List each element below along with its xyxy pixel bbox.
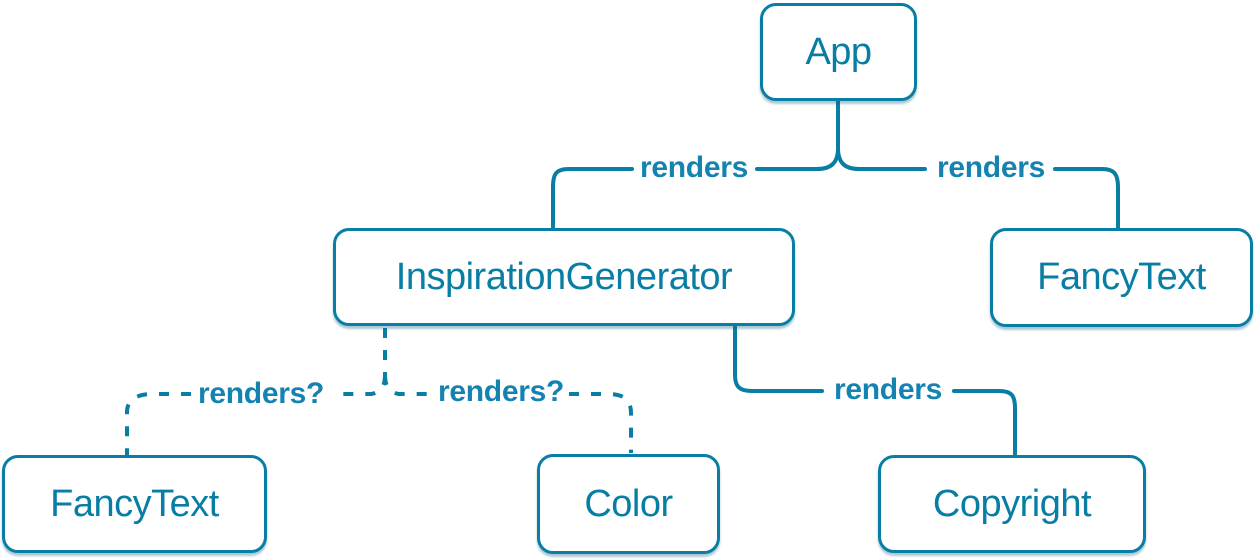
node-color: Color <box>537 454 720 554</box>
node-inspiration-generator: InspirationGenerator <box>333 228 795 326</box>
edge-label-renders-conditional-color: renders? <box>438 375 564 408</box>
node-app-label: App <box>805 30 872 73</box>
node-app: App <box>760 3 917 101</box>
edge-app-to-fancytext <box>836 146 1120 231</box>
edge-label-renders-fancytext: renders <box>937 151 1045 184</box>
node-fancy-text-top-label: FancyText <box>1037 256 1206 298</box>
node-color-label: Color <box>584 482 673 525</box>
node-fancy-text-bottom: FancyText <box>2 455 267 553</box>
node-fancy-text-bottom-label: FancyText <box>50 482 219 525</box>
node-copyright-label: Copyright <box>932 482 1092 525</box>
edge-label-renders-conditional-fancytext: renders? <box>198 377 324 410</box>
node-inspiration-generator-label: InspirationGenerator <box>395 255 733 298</box>
edge-label-renders-inspirationgenerator: renders <box>640 151 748 184</box>
node-copyright: Copyright <box>878 455 1146 553</box>
node-fancy-text-top: FancyText <box>990 228 1253 327</box>
edge-inspirationgenerator-to-copyright <box>733 325 1017 458</box>
edge-inspirationgenerator-to-color-dashed <box>383 374 633 453</box>
edge-label-renders-copyright: renders <box>834 373 942 406</box>
